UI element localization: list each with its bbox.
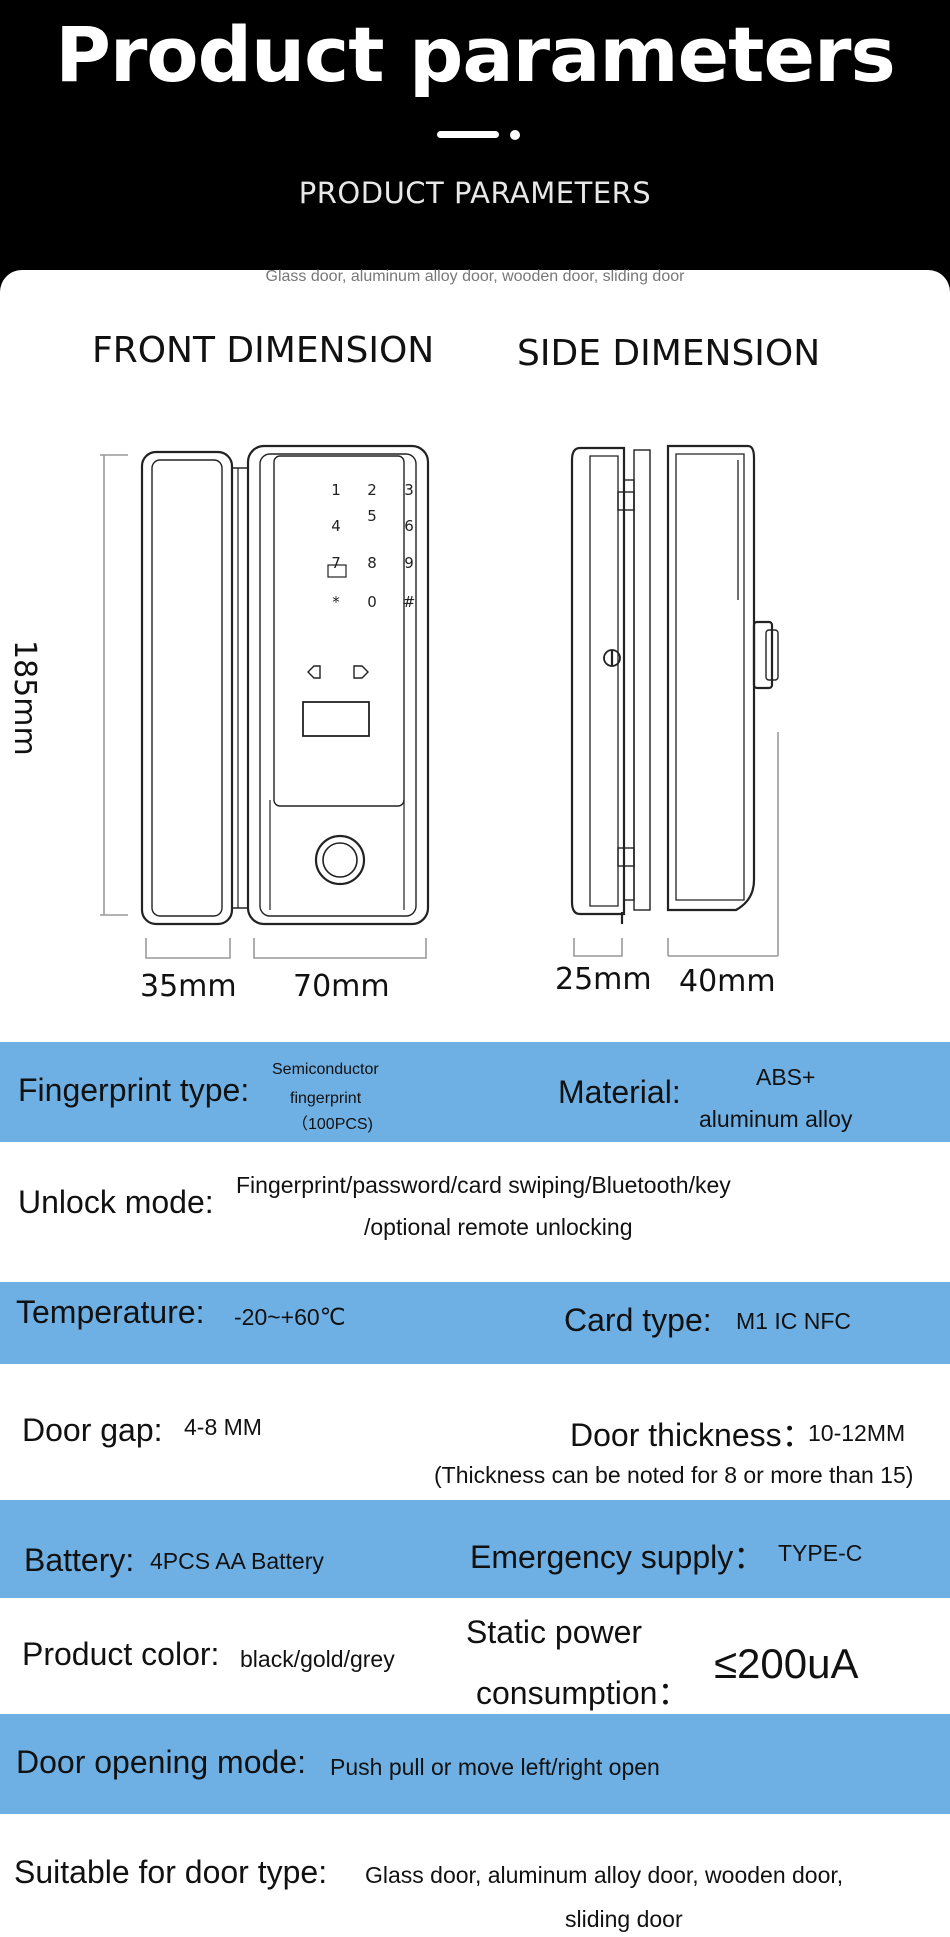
fingerprint-value-line1: Semiconductor (272, 1061, 379, 1078)
product-color-value: black/gold/grey (240, 1646, 395, 1672)
spec-row-fingerprint (0, 1042, 950, 1142)
keypad-key: 7 (331, 554, 341, 572)
door-type-note: Glass door, aluminum alloy door, wooden … (265, 268, 685, 285)
material-value-line1: ABS+ (756, 1064, 816, 1090)
suitable-door-label: Suitable for door type: (14, 1854, 328, 1890)
keypad-key: 5 (367, 507, 377, 525)
door-thickness-colon: ： (781, 1417, 814, 1453)
height-dimension: 185mm (7, 640, 42, 756)
keypad-key: * (332, 593, 340, 611)
side-right-width: 40mm (679, 964, 776, 999)
spec-row-color (0, 1598, 950, 1714)
emergency-supply-value: TYPE-C (778, 1540, 863, 1566)
keypad-key: 9 (404, 554, 414, 572)
material-value-line2: aluminum alloy (699, 1106, 853, 1132)
side-dimension-title: SIDE DIMENSION (517, 333, 821, 374)
battery-label: Battery: (24, 1542, 135, 1578)
header: Product parameters PRODUCT PARAMETERS (0, 0, 950, 272)
spec-row-suitable (0, 1814, 950, 1937)
static-power-value: ≤200uA (714, 1640, 859, 1687)
spec-row-unlock (0, 1142, 950, 1282)
keypad-key: 8 (367, 554, 377, 572)
keypad-key: 6 (404, 517, 414, 535)
title-underline-dot (510, 130, 520, 140)
door-thickness-note: (Thickness can be noted for 8 or more th… (434, 1462, 914, 1488)
keypad-key: 2 (367, 481, 377, 499)
front-right-width: 70mm (293, 969, 390, 1004)
keypad-key: 1 (331, 481, 341, 499)
unlock-value-line2: /optional remote unlocking (364, 1214, 633, 1240)
card-type-label: Card type: (564, 1302, 712, 1338)
static-power-label-line2: consumption： (476, 1675, 690, 1711)
fingerprint-value-line3: （100PCS) (292, 1116, 373, 1133)
keypad-key: 3 (404, 481, 414, 499)
material-label: Material: (558, 1074, 681, 1110)
unlock-value-line1: Fingerprint/password/card swiping/Blueto… (236, 1172, 731, 1198)
spec-row-battery (0, 1500, 950, 1598)
battery-value: 4PCS AA Battery (150, 1548, 324, 1574)
static-power-label-line1: Static power (466, 1614, 643, 1650)
front-dimension-title: FRONT DIMENSION (92, 330, 435, 371)
door-thickness-value: 10-12MM (808, 1420, 906, 1446)
side-view-drawing (570, 444, 779, 957)
title-underline-bar (437, 131, 499, 138)
page-title: Product parameters (55, 10, 896, 99)
keypad-key: 0 (367, 593, 377, 611)
spec-row-door-gap (0, 1364, 950, 1500)
product-color-label: Product color: (22, 1636, 220, 1672)
emergency-supply-label: Emergency supply： (470, 1539, 766, 1575)
front-view-drawing: 1 2 3 4 5 6 7 8 9 * 0 # (100, 444, 430, 959)
card-type-value: M1 IC NFC (736, 1308, 851, 1334)
suitable-door-value-line2: sliding door (565, 1906, 683, 1932)
door-gap-value: 4-8 MM (184, 1414, 262, 1440)
spec-row-opening (0, 1714, 950, 1814)
spec-row-temperature (0, 1282, 950, 1364)
fingerprint-label: Fingerprint type: (18, 1072, 250, 1108)
unlock-label: Unlock mode: (18, 1184, 214, 1220)
keypad-key: # (403, 593, 416, 611)
keypad-key: 4 (331, 517, 341, 535)
page-subtitle: PRODUCT PARAMETERS (298, 176, 652, 210)
door-opening-value: Push pull or move left/right open (330, 1754, 660, 1780)
side-left-width: 25mm (555, 962, 652, 997)
door-opening-label: Door opening mode: (16, 1744, 306, 1780)
fingerprint-value-line2: fingerprint (290, 1090, 362, 1107)
door-thickness-label: Door thickness： (570, 1410, 814, 1456)
temperature-value: -20~+60℃ (234, 1304, 346, 1330)
suitable-door-value-line1: Glass door, aluminum alloy door, wooden … (365, 1862, 844, 1888)
front-left-width: 35mm (140, 969, 237, 1004)
door-thickness-label-text: Door thickness (570, 1417, 782, 1453)
door-gap-label: Door gap: (22, 1412, 163, 1448)
temperature-label: Temperature: (16, 1294, 205, 1330)
